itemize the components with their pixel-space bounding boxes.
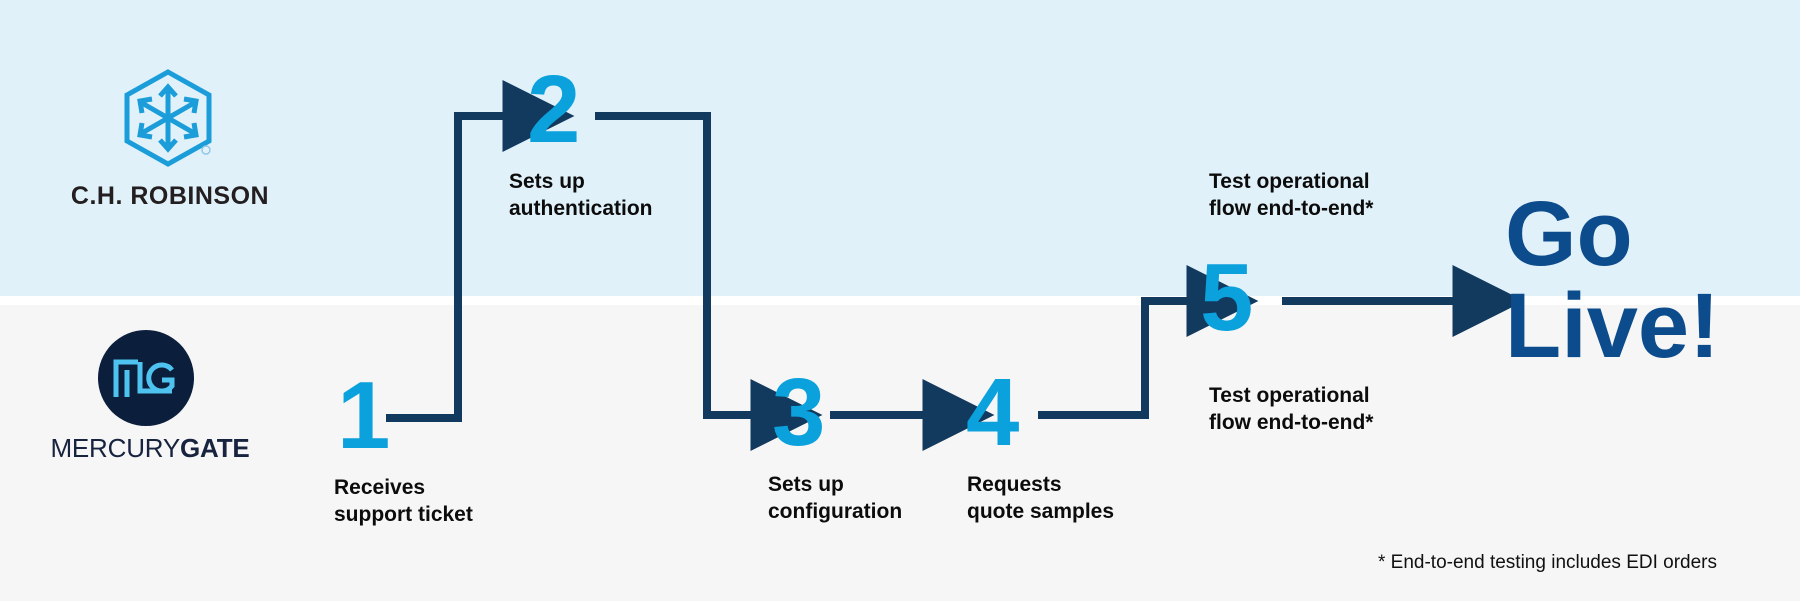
connector-2-to-3: [595, 112, 823, 451]
mercurygate-wordmark-light: MERCURY: [50, 433, 181, 463]
step-5-label-top: Test operational flow end-to-end*: [1209, 170, 1374, 220]
step-2-number: 2: [527, 56, 581, 163]
connector-1-to-2: [386, 80, 575, 422]
chrobinson-wordmark: C.H. ROBINSON: [70, 182, 270, 210]
lane-band-divider: [0, 296, 1800, 305]
step-3-label: Sets up configuration: [768, 473, 903, 523]
footnote-text: * End-to-end testing includes EDI orders: [1378, 552, 1718, 573]
mercurygate-wordmark-bold: GATE: [180, 433, 250, 463]
step-4-label: Requests quote samples: [967, 473, 1115, 523]
go-live-text: Go Live!: [1505, 183, 1720, 377]
step-5-label-bottom: Test operational flow end-to-end*: [1209, 384, 1374, 434]
mercurygate-wordmark: MERCURYGATE: [35, 433, 265, 464]
step-1-label: Receives support ticket: [334, 476, 473, 526]
mercurygate-mark: [98, 330, 194, 426]
step-1-number: 1: [337, 362, 391, 469]
connector-4-to-5: [1038, 265, 1259, 419]
step-2-label: Sets up authentication: [509, 170, 653, 220]
step-4-number: 4: [966, 359, 1020, 466]
lane-band-chrobinson: [0, 0, 1800, 296]
hexagon-cube-arrows-icon: [118, 68, 218, 168]
lane-band-mercurygate: [0, 305, 1800, 601]
step-3-number: 3: [772, 359, 826, 466]
step-5-number: 5: [1200, 244, 1254, 351]
